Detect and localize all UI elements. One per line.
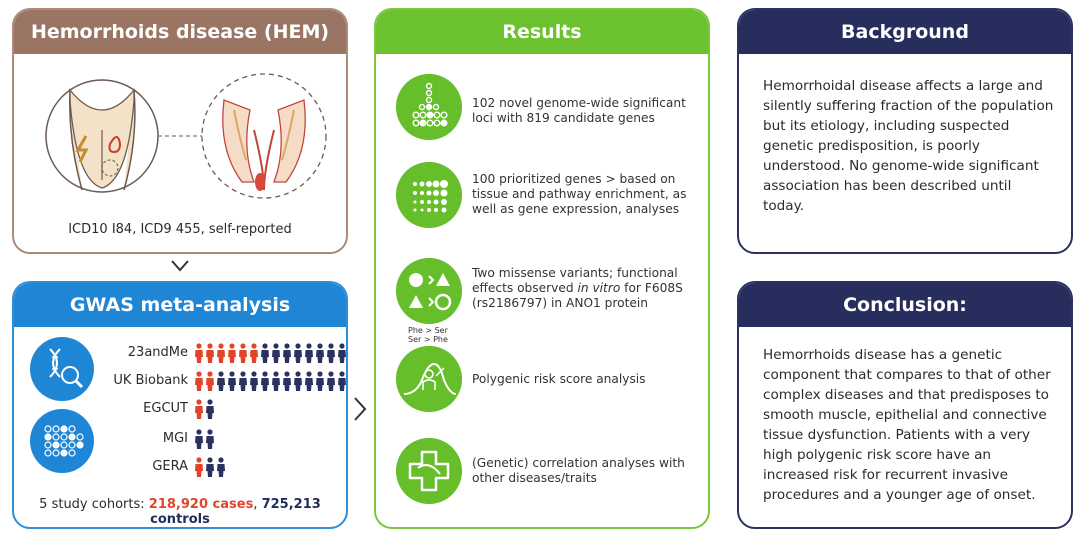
control-person-icon [294, 343, 302, 363]
variant-sub-2: Ser > Phe [408, 335, 448, 344]
pain-icon [75, 135, 89, 163]
variant-sub-1: Phe > Ser [408, 326, 448, 335]
control-person-icon [272, 343, 280, 363]
case-person-icon [228, 343, 236, 363]
control-person-icon [338, 371, 346, 391]
conclusion-title: Conclusion: [739, 283, 1071, 327]
control-person-icon [316, 371, 324, 391]
dna-search-icon [30, 337, 94, 401]
case-person-icon [206, 371, 214, 391]
results-title: Results [376, 10, 708, 54]
result-text-loci: 102 novel genome-wide significant loci w… [472, 96, 686, 125]
case-person-icon [195, 399, 203, 419]
people-ukbiobank [194, 371, 346, 391]
gwas-title: GWAS meta-analysis [14, 283, 346, 327]
control-person-icon [305, 371, 313, 391]
control-person-icon [217, 371, 225, 391]
conclusion-text: Hemorrhoids disease has a genetic compon… [763, 347, 1051, 503]
hem-illustration [45, 73, 327, 199]
control-person-icon [305, 343, 313, 363]
result-text-correlation: (Genetic) correlation analyses with othe… [472, 456, 685, 485]
control-person-icon [195, 429, 203, 449]
cases-count: 218,920 cases [148, 497, 254, 512]
case-person-icon [195, 371, 203, 391]
case-person-icon [195, 343, 203, 363]
control-person-icon [239, 371, 247, 391]
cohort-name-egcut: EGCUT [143, 401, 188, 416]
dot-matrix-icon [396, 162, 462, 228]
cohort-name-mgi: MGI [162, 431, 188, 446]
results-card: Results 102 novel genome-wide significan… [374, 8, 710, 529]
dot-matrix-icon [30, 409, 94, 473]
result-text-variants: Two missense variants; functional effect… [472, 266, 702, 311]
background-card: Background Hemorrhoidal disease affects … [737, 8, 1073, 254]
control-person-icon [327, 371, 335, 391]
cohort-name-ukbiobank: UK Biobank [113, 373, 188, 388]
people-23andme [194, 343, 346, 363]
shapes-icon [396, 258, 462, 324]
case-person-icon [250, 343, 258, 363]
control-person-icon [206, 399, 214, 419]
footer-separator: , [253, 497, 258, 512]
control-person-icon [294, 371, 302, 391]
background-text: Hemorrhoidal disease affects a large and… [763, 78, 1054, 214]
variant-text-before: Two missense variants; functional effect… [472, 266, 678, 295]
cohort-name-23andme: 23andMe [127, 345, 188, 360]
hem-title: Hemorrhoids disease (HEM) [14, 10, 346, 54]
people-mgi [194, 429, 215, 449]
control-person-icon [327, 343, 335, 363]
blood-drop-icon [108, 136, 122, 154]
people-egcut [194, 399, 215, 419]
variant-text-em: in vitro [577, 281, 621, 295]
variant-sub-label: Phe > Ser Ser > Phe [408, 326, 448, 344]
result-text-genes: 100 prioritized genes > based on tissue … [472, 172, 687, 216]
genome-loci-icon [396, 74, 462, 140]
control-person-icon [283, 343, 291, 363]
control-person-icon [261, 343, 269, 363]
control-person-icon [283, 371, 291, 391]
control-person-icon [272, 371, 280, 391]
case-person-icon [239, 343, 247, 363]
control-person-icon [228, 371, 236, 391]
control-person-icon [261, 371, 269, 391]
case-person-icon [195, 457, 203, 477]
cohort-name-gera: GERA [152, 459, 188, 474]
correlation-icon [396, 438, 462, 504]
conclusion-card: Conclusion: Hemorrhoids disease has a ge… [737, 281, 1073, 529]
case-person-icon [206, 343, 214, 363]
chevron-down-icon [171, 260, 189, 272]
case-person-icon [217, 343, 225, 363]
footer-prefix: 5 study cohorts: [39, 497, 145, 512]
gwas-card: GWAS meta-analysis 23andMe UK Biobank EG… [12, 281, 348, 529]
variant-text-after: for F608S (rs2186797) in ANO1 protein [472, 281, 683, 310]
gwas-footer: 5 study cohorts: 218,920 cases, 725,213 … [14, 497, 346, 527]
chevron-right-icon [354, 397, 367, 421]
control-person-icon [206, 457, 214, 477]
result-text-prs: Polygenic risk score analysis [472, 372, 646, 386]
risk-score-icon [396, 346, 462, 412]
people-gera [194, 457, 226, 477]
hem-card: Hemorrhoids disease (HEM) ICD10 I84, ICD… [12, 8, 348, 254]
control-person-icon [250, 371, 258, 391]
controls-count: 725,213 controls [150, 497, 321, 527]
control-person-icon [338, 343, 346, 363]
control-person-icon [206, 429, 214, 449]
control-person-icon [217, 457, 225, 477]
control-person-icon [316, 343, 324, 363]
background-title: Background [739, 10, 1071, 54]
hem-caption: ICD10 I84, ICD9 455, self-reported [68, 222, 292, 237]
